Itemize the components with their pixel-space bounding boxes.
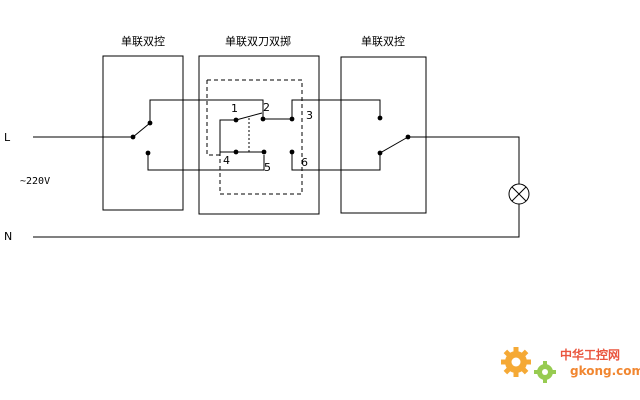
terminal-1-label: 1 — [231, 102, 238, 115]
upper-pole-blade — [235, 112, 263, 121]
watermark-site-name: 中华工控网 — [560, 347, 620, 362]
wire-1-to-4 — [219, 119, 236, 153]
terminal-6-label: 6 — [301, 156, 308, 169]
right-switch-box — [340, 56, 427, 214]
wire-3-to-right — [291, 99, 381, 119]
left-switch-box — [102, 55, 184, 211]
left-switch-lever — [132, 122, 151, 138]
terminal-3-label: 3 — [306, 109, 313, 122]
wire-6-to-right — [291, 152, 381, 171]
watermark-site-url: gkong.com — [570, 364, 640, 378]
gear-icon-small — [534, 361, 556, 383]
left-switch-title: 单联双控 — [121, 34, 165, 48]
terminal-5-label: 5 — [264, 161, 271, 174]
lamp-icon — [508, 183, 530, 205]
terminal-4-label: 4 — [223, 154, 230, 167]
voltage-label: ~220V — [20, 176, 50, 187]
left-upper-traveler — [149, 99, 264, 123]
terminal-2-label: 2 — [263, 101, 270, 114]
right-switch-lever — [379, 136, 409, 154]
left-lower-traveler — [147, 153, 265, 171]
gear-icon-large — [501, 347, 531, 377]
middle-dashed-frame-inner — [206, 80, 220, 156]
middle-switch-title: 单联双刀双掷 — [225, 34, 291, 48]
middle-dashed-frame-outer — [207, 79, 303, 195]
watermark: 中华工控网 gkong.com — [501, 347, 640, 383]
neutral-wire — [33, 204, 520, 238]
right-switch-title: 单联双控 — [361, 34, 405, 48]
middle-switch-box — [198, 55, 320, 215]
lamp-feed-wire — [408, 136, 520, 184]
live-label: L — [4, 131, 11, 144]
neutral-label: N — [4, 230, 12, 243]
right-switch-upper-contact — [377, 115, 383, 121]
